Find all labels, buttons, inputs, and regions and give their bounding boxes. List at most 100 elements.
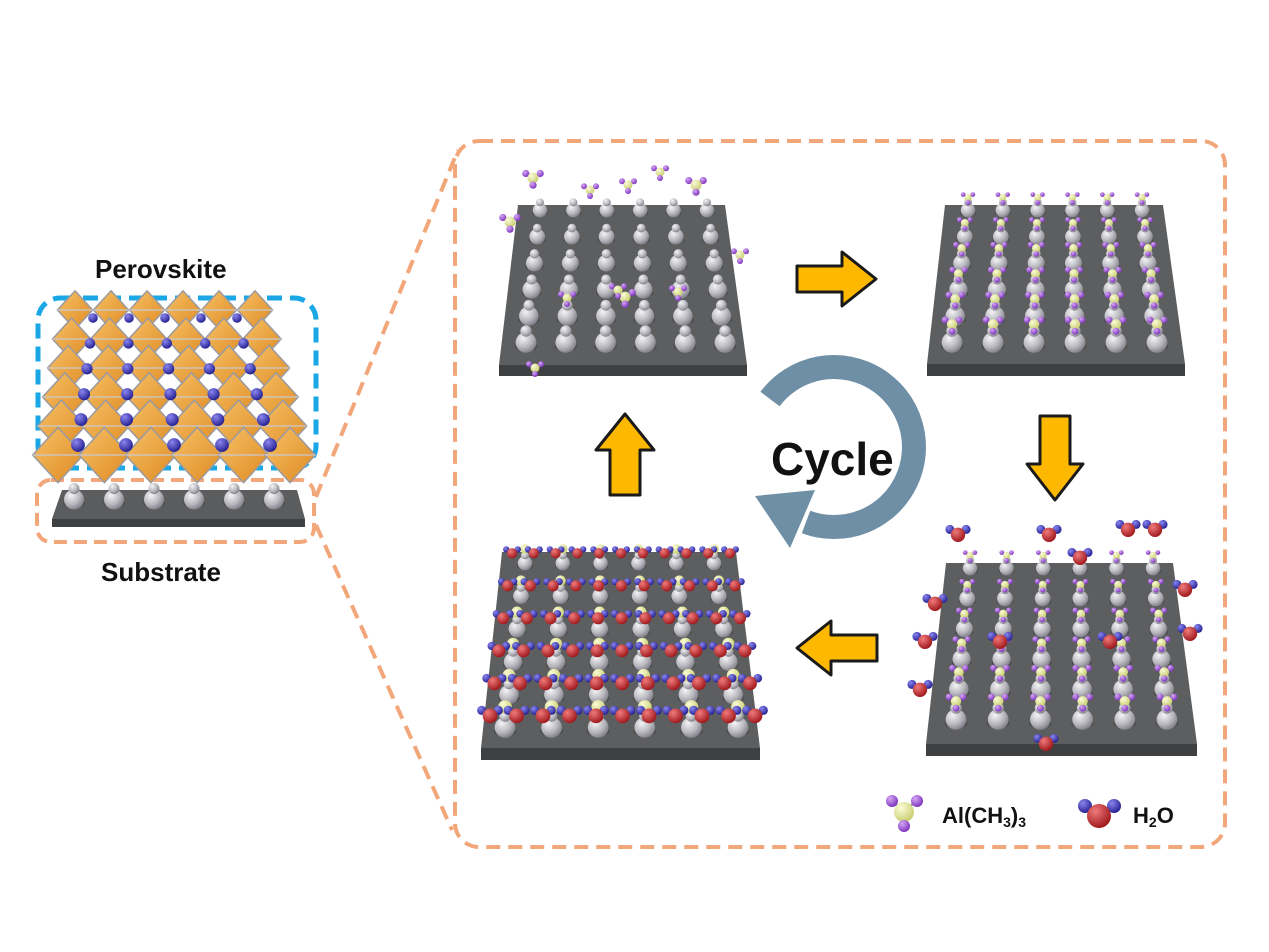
methyl-atom [1158,578,1164,585]
oxygen-atom [927,596,943,611]
substrate-sphere-top [569,198,578,207]
methyl-atom [994,704,1002,712]
methyl-atom [581,183,587,190]
a-site-atom [250,388,263,401]
oxygen-atom [492,644,506,658]
substrate-sphere [678,684,699,705]
methyl-atom [506,225,514,233]
substrate-sphere [1109,561,1124,576]
methyl-atom [1009,550,1014,555]
methyl-atom [952,704,960,712]
methyl-atom [949,664,956,672]
oxygen-atom [615,580,627,592]
methyl-atom [1100,192,1105,198]
methyl-atom [962,664,969,672]
substrate-sphere [517,556,533,571]
oxygen-atom [637,548,648,559]
methyl-atom [513,213,521,222]
methyl-atom [1086,693,1093,701]
methyl-atom [631,178,637,185]
arrow-left [795,619,879,677]
methyl-atom [967,558,973,563]
substrate-sphere-top [532,223,542,233]
methyl-atom [964,636,971,643]
substrate-sphere [706,556,722,571]
aluminum-atom [987,319,999,330]
methyl-atom [1160,675,1168,682]
methyl-atom [1121,704,1129,712]
oxygen-atom [917,634,933,649]
a-site-atom [207,388,220,401]
oxygen-atom [640,644,653,658]
aluminum-atom [1036,667,1046,678]
methyl-atom [987,266,994,273]
substrate-sphere-top [716,299,727,311]
oxygen-atom [588,708,604,724]
aluminum-atom [1037,609,1047,619]
methyl-atom [1115,587,1121,593]
oxygen-atom [694,708,710,724]
substrate-sphere [702,228,719,245]
methyl-atom [1154,664,1161,672]
methyl-atom [955,316,963,324]
substrate-sphere [1023,332,1045,353]
perovskite-stack [31,289,317,527]
methyl-atom [593,183,599,190]
arrow-right [795,250,878,308]
substrate-sphere [546,652,566,671]
methyl-atom [1128,693,1136,701]
methyl-atom [1076,266,1084,273]
methyl-atom [1074,192,1080,198]
substrate-sphere-top [536,198,544,207]
methyl-atom [1002,587,1008,593]
zoom-line-bottom [314,524,454,831]
substrate-sphere-top [602,198,611,207]
methyl-atom [945,693,953,701]
substrate-sphere [1030,709,1051,730]
methyl-atom [1078,646,1085,653]
substrate-sphere [995,203,1010,218]
methyl-atom [990,241,997,248]
aluminum-atom [999,194,1007,202]
oxygen-atom [1072,550,1088,565]
substrate-sphere [592,588,608,604]
methyl-atom [1084,636,1091,643]
methyl-atom [1001,693,1009,701]
substrate-sphere-top [669,198,678,207]
substrate-sphere [631,556,646,571]
a-site-atom [211,413,225,427]
aluminum-atom [950,294,961,304]
methyl-atom [961,616,968,623]
aluminum-atom [993,696,1004,707]
methyl-atom [1072,636,1079,643]
oxygen-atom [482,708,498,724]
substrate-sphere [104,489,124,510]
methyl-atom [1147,276,1155,283]
a-site-atom [124,313,134,323]
methyl-atom [1167,664,1174,672]
a-site-atom [119,438,133,452]
aluminum-atom [1143,244,1153,253]
a-site-atom [196,313,206,323]
methyl-atom [1044,664,1051,672]
substrate-sphere [982,332,1004,353]
aluminum-atom [1077,696,1088,707]
methyl-atom [1111,607,1117,614]
substrate-sphere [522,280,541,299]
methyl-atom [951,302,959,309]
a-site-atom [122,363,134,375]
substrate-sphere-top [675,274,686,285]
methyl-atom [1163,704,1171,712]
substrate-sphere [513,588,529,604]
cycle-arrow [755,355,926,548]
aluminum-atom [960,219,969,227]
substrate-sphere [1072,709,1093,730]
methyl-atom [1139,241,1146,248]
substrate-sphere-top [671,223,681,233]
substrate-sphere [633,254,651,272]
aluminum-atom [1114,580,1122,589]
methyl-atom [1150,241,1157,248]
substrate-sphere [723,684,743,705]
methyl-atom [989,327,997,335]
oxygen-atom [747,708,763,724]
